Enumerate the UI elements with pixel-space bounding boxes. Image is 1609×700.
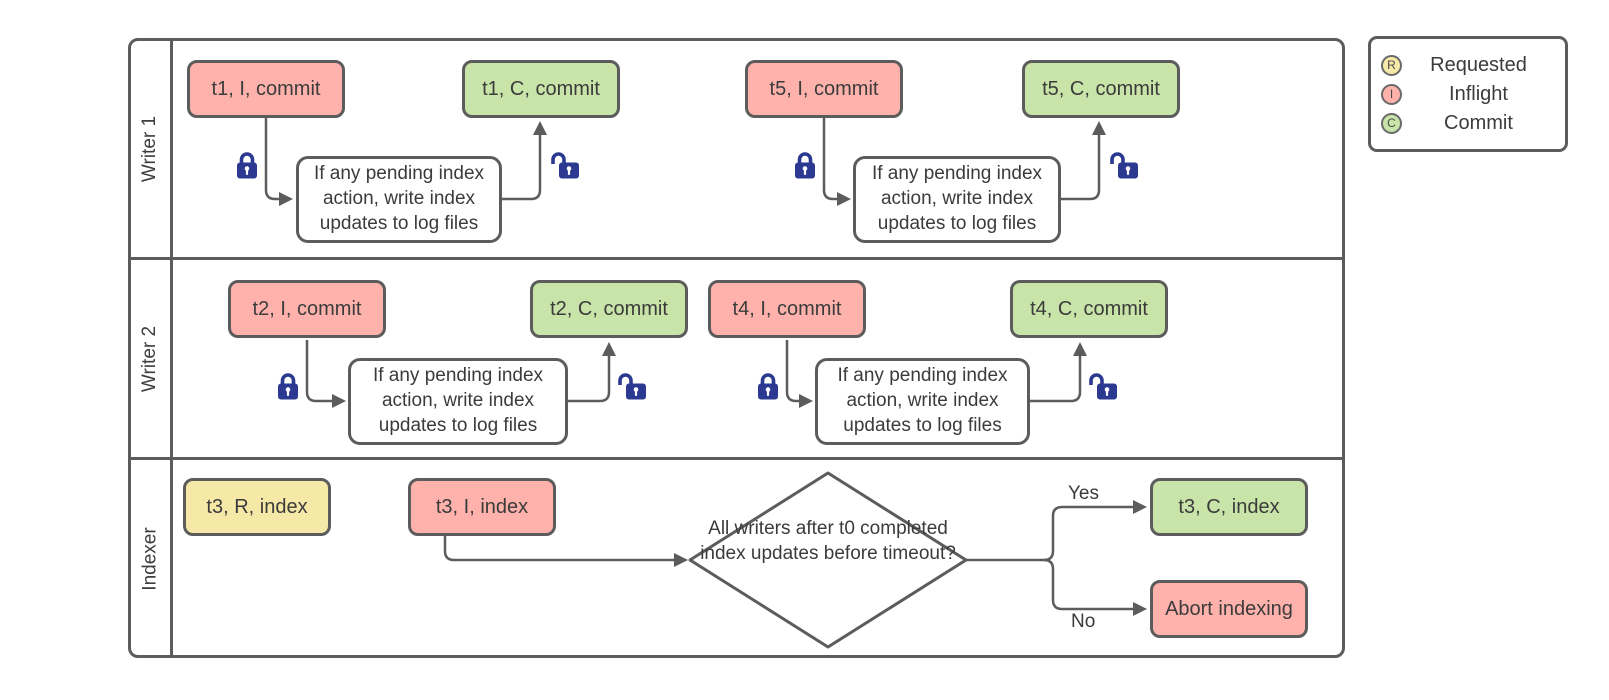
node-write-index-updates-3: If any pending index action, write index…	[348, 358, 568, 445]
lock-closed-icon	[237, 152, 257, 179]
lane-divider-1	[128, 257, 1345, 260]
node-write-index-updates-1: If any pending index action, write index…	[296, 156, 502, 243]
node-t5-inflight-label: t5, I, commit	[769, 77, 879, 100]
commit-badge-icon: C	[1381, 112, 1402, 134]
inflight-badge-letter: I	[1389, 87, 1394, 101]
lock-closed-icon	[758, 373, 778, 400]
inflight-badge-icon: I	[1381, 83, 1402, 105]
lane-label-divider	[170, 38, 173, 658]
node-t3-commit-label: t3, C, index	[1178, 495, 1280, 518]
node-t4-commit-label: t4, C, commit	[1030, 297, 1148, 320]
lock-open-icon	[1089, 373, 1117, 400]
node-t2-inflight-label: t2, I, commit	[252, 297, 362, 320]
node-write-index-updates-4-label: If any pending index action, write index…	[837, 365, 1008, 436]
requested-badge-icon: R	[1381, 54, 1402, 76]
node-write-index-updates-3-label: If any pending index action, write index…	[372, 365, 544, 436]
lock-open-icon	[551, 152, 579, 179]
node-t4-commit: t4, C, commit	[1010, 280, 1168, 338]
node-write-index-updates-4: If any pending index action, write index…	[815, 358, 1030, 445]
legend: R Requested I Inflight C Commit	[1368, 36, 1568, 152]
legend-item-requested-label: Requested	[1430, 53, 1527, 76]
commit-badge-letter: C	[1387, 116, 1396, 130]
node-t2-commit: t2, C, commit	[530, 280, 688, 338]
lock-closed-icon	[278, 373, 298, 400]
node-abort-indexing: Abort indexing	[1150, 580, 1308, 638]
node-write-index-updates-2-label: If any pending index action, write index…	[871, 163, 1043, 234]
node-t3-requested-label: t3, R, index	[206, 495, 308, 518]
decision-all-writers-label: All writers after t0 completed index upd…	[700, 518, 956, 565]
node-abort-indexing-label: Abort indexing	[1165, 597, 1293, 620]
node-write-index-updates-2: If any pending index action, write index…	[853, 156, 1061, 243]
edge-label-yes: Yes	[1068, 483, 1099, 504]
node-t5-commit: t5, C, commit	[1022, 60, 1180, 118]
node-t1-commit-label: t1, C, commit	[482, 77, 600, 100]
node-t1-commit: t1, C, commit	[462, 60, 620, 118]
node-t4-inflight: t4, I, commit	[708, 280, 866, 338]
node-t2-inflight: t2, I, commit	[228, 280, 386, 338]
node-t3-requested: t3, R, index	[183, 478, 331, 536]
node-t5-commit-label: t5, C, commit	[1042, 77, 1160, 100]
legend-item-inflight-label: Inflight	[1449, 82, 1508, 105]
node-write-index-updates-1-label: If any pending index action, write index…	[313, 163, 485, 234]
node-t1-inflight-label: t1, I, commit	[211, 77, 321, 100]
node-t4-inflight-label: t4, I, commit	[732, 297, 842, 320]
legend-item-requested: R Requested	[1381, 52, 1555, 78]
node-t3-inflight-label: t3, I, index	[435, 495, 529, 518]
legend-item-inflight: I Inflight	[1381, 81, 1555, 107]
requested-badge-letter: R	[1387, 58, 1396, 72]
node-t1-inflight: t1, I, commit	[187, 60, 345, 118]
lock-open-icon	[1110, 152, 1138, 179]
node-t5-inflight: t5, I, commit	[745, 60, 903, 118]
legend-item-commit: C Commit	[1381, 110, 1555, 136]
edge-label-no: No	[1071, 611, 1096, 632]
node-t3-commit: t3, C, index	[1150, 478, 1308, 536]
lock-closed-icon	[795, 152, 815, 179]
lock-open-icon	[618, 373, 646, 400]
legend-item-commit-label: Commit	[1444, 111, 1513, 134]
node-t2-commit-label: t2, C, commit	[550, 297, 668, 320]
node-t3-inflight: t3, I, index	[408, 478, 556, 536]
lane-divider-2	[128, 457, 1345, 460]
